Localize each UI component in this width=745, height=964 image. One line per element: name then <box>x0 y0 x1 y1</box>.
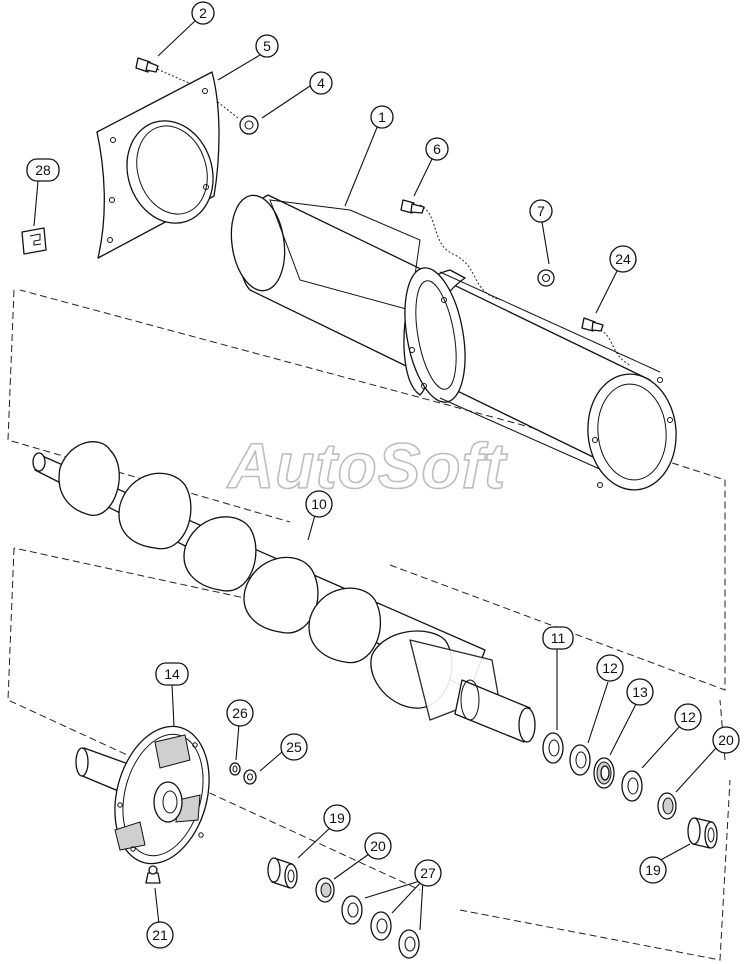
svg-text:13: 13 <box>632 684 648 700</box>
bolt-part-2 <box>135 57 159 73</box>
bearing-part-19-right <box>687 817 718 849</box>
svg-text:20: 20 <box>718 732 734 748</box>
svg-text:19: 19 <box>329 810 345 826</box>
svg-text:7: 7 <box>537 203 545 219</box>
callout-14: 14 <box>155 662 189 686</box>
leader-lines <box>33 19 717 931</box>
svg-text:2: 2 <box>199 5 207 21</box>
watermark-text: AutoSoft <box>226 430 508 502</box>
callout-26: 26 <box>226 699 254 727</box>
callout-27: 27 <box>414 859 442 887</box>
washer-part-12-upper <box>569 744 591 776</box>
grease-fitting-part-21 <box>145 865 161 884</box>
callout-21: 21 <box>146 921 174 949</box>
callout-24: 24 <box>609 245 637 273</box>
svg-text:20: 20 <box>370 838 386 854</box>
callout-10: 10 <box>305 490 333 518</box>
bolt-part-6 <box>400 199 425 214</box>
bushing-part-20-left <box>315 877 335 903</box>
nut-part-4 <box>239 115 259 135</box>
callout-25: 25 <box>280 733 308 761</box>
svg-text:14: 14 <box>164 666 180 682</box>
callout-5: 5 <box>255 34 279 58</box>
nut-part-7 <box>537 269 555 287</box>
end-plate-part-14 <box>75 725 210 865</box>
callout-20-right: 20 <box>712 726 740 754</box>
bushing-part-20-right <box>657 792 677 820</box>
callout-7: 7 <box>529 199 553 223</box>
washer-part-11 <box>542 732 564 764</box>
thrust-bearing-part-13 <box>593 757 615 789</box>
bolt-part-24 <box>581 317 604 332</box>
nut-4-path <box>204 91 239 119</box>
callout-4: 4 <box>309 71 333 95</box>
svg-text:27: 27 <box>420 865 436 881</box>
auger-part-10 <box>32 441 536 743</box>
callout-11: 11 <box>542 626 574 650</box>
svg-text:28: 28 <box>35 162 51 178</box>
washer-part-12-lower <box>621 770 643 802</box>
clip-part-28 <box>21 227 47 255</box>
callout-13: 13 <box>626 678 654 706</box>
callout-19-left: 19 <box>323 804 351 832</box>
shim-part-27-c <box>398 929 420 959</box>
callout-1: 1 <box>370 105 394 129</box>
callout-20-left: 20 <box>364 832 392 860</box>
svg-text:11: 11 <box>551 630 566 646</box>
lower-group-outline <box>7 547 731 961</box>
mounting-plate-part-5 <box>96 71 220 259</box>
svg-text:19: 19 <box>645 862 661 878</box>
callout-6: 6 <box>425 137 449 161</box>
svg-text:6: 6 <box>433 141 441 157</box>
callout-2: 2 <box>191 1 215 25</box>
svg-text:1: 1 <box>378 109 386 125</box>
callout-12-upper: 12 <box>596 654 624 682</box>
svg-text:21: 21 <box>152 927 168 943</box>
shim-part-27-a <box>341 895 363 925</box>
callout-28: 28 <box>26 158 60 182</box>
svg-text:25: 25 <box>286 739 302 755</box>
nut-part-25 <box>243 769 257 785</box>
shim-part-27-b <box>370 911 392 941</box>
tube-housing-part-1 <box>230 194 677 491</box>
callout-12-lower: 12 <box>674 703 702 731</box>
svg-text:26: 26 <box>232 705 248 721</box>
callout-19-right: 19 <box>639 856 667 884</box>
svg-text:24: 24 <box>615 251 631 267</box>
svg-text:10: 10 <box>311 496 327 512</box>
bearing-part-19-left <box>267 857 298 889</box>
svg-text:5: 5 <box>263 38 271 54</box>
svg-text:12: 12 <box>602 660 618 676</box>
washer-part-26 <box>229 762 241 776</box>
svg-text:4: 4 <box>317 75 325 91</box>
svg-text:12: 12 <box>680 709 696 725</box>
